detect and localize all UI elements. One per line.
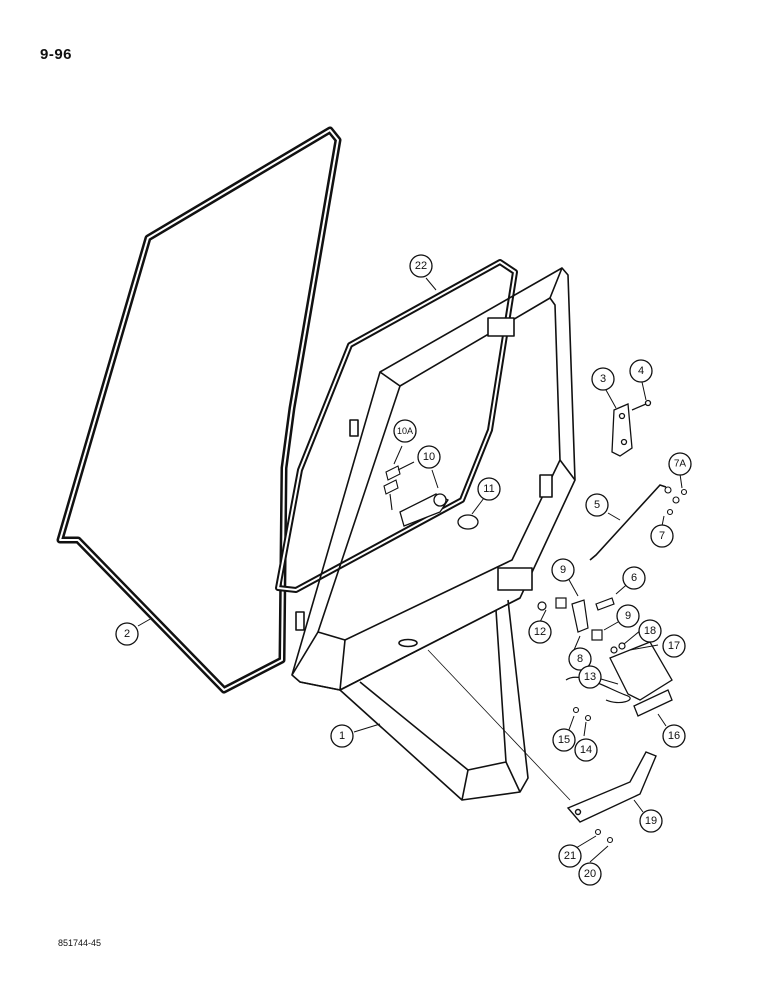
callout-1: 1 bbox=[330, 724, 354, 748]
callout-17-label: 17 bbox=[668, 640, 680, 652]
door-frame bbox=[291, 267, 576, 801]
callout-10a: 10A bbox=[393, 419, 417, 443]
latch-parts bbox=[537, 597, 626, 654]
page-number: 9-96 bbox=[40, 46, 73, 63]
callout-5: 5 bbox=[585, 493, 609, 517]
callout-3: 3 bbox=[591, 367, 615, 391]
handle-screws bbox=[572, 706, 592, 722]
hinge bbox=[611, 403, 633, 457]
window-seal bbox=[275, 259, 518, 593]
callout-22: 22 bbox=[409, 254, 433, 278]
callout-2-label: 2 bbox=[124, 628, 130, 640]
callout-11: 11 bbox=[477, 477, 501, 501]
rod-fasteners bbox=[664, 486, 688, 516]
callout-5-label: 5 bbox=[594, 499, 600, 511]
inside-handle bbox=[609, 641, 673, 717]
callout-2: 2 bbox=[115, 622, 139, 646]
callout-16: 16 bbox=[662, 724, 686, 748]
callout-3-label: 3 bbox=[600, 373, 606, 385]
callout-8: 8 bbox=[568, 647, 592, 671]
callout-6-label: 6 bbox=[631, 572, 637, 584]
callout-10a-label: 10A bbox=[397, 426, 413, 436]
lock-washer bbox=[457, 514, 479, 530]
callout-7: 7 bbox=[650, 524, 674, 548]
callout-15-label: 15 bbox=[558, 734, 570, 746]
callout-1-label: 1 bbox=[339, 730, 345, 742]
callout-10: 10 bbox=[417, 445, 441, 469]
door-seal-outer bbox=[56, 126, 342, 694]
callout-19: 19 bbox=[639, 809, 663, 833]
callout-15: 15 bbox=[552, 728, 576, 752]
callout-18: 18 bbox=[638, 619, 662, 643]
callout-18-label: 18 bbox=[644, 625, 656, 637]
callout-7a-label: 7A bbox=[674, 459, 687, 470]
callout-22-label: 22 bbox=[415, 260, 427, 272]
callout-12: 12 bbox=[528, 620, 552, 644]
callout-10-label: 10 bbox=[423, 451, 435, 463]
callout-11-label: 11 bbox=[483, 483, 494, 495]
callout-14: 14 bbox=[574, 738, 598, 762]
grab-handle bbox=[566, 751, 657, 823]
callout-7a: 7A bbox=[668, 452, 692, 476]
hinge-bolt bbox=[631, 399, 652, 411]
callout-8-label: 8 bbox=[577, 653, 583, 665]
callout-21: 21 bbox=[558, 844, 582, 868]
callout-9-b: 9 bbox=[616, 604, 640, 628]
callout-9-a: 9 bbox=[551, 558, 575, 582]
callout-17: 17 bbox=[662, 634, 686, 658]
callout-16-label: 16 bbox=[668, 730, 680, 742]
callout-7-label: 7 bbox=[659, 530, 665, 542]
leader-lines bbox=[137, 277, 683, 863]
callout-4: 4 bbox=[629, 359, 653, 383]
figure-code: 851744-45 bbox=[58, 938, 102, 948]
callout-19-label: 19 bbox=[645, 815, 657, 827]
callout-12-label: 12 bbox=[534, 626, 546, 638]
callout-14-label: 14 bbox=[580, 744, 592, 756]
link-rod bbox=[589, 484, 667, 561]
grab-handle-screws bbox=[594, 828, 614, 844]
callout-9-a-label: 9 bbox=[560, 564, 566, 576]
alignment-line bbox=[427, 649, 571, 801]
callout-21-label: 21 bbox=[564, 850, 576, 862]
callout-4-label: 4 bbox=[638, 365, 644, 377]
callout-9-b-label: 9 bbox=[625, 610, 631, 622]
callout-6: 6 bbox=[622, 566, 646, 590]
callout-20-label: 20 bbox=[584, 868, 596, 880]
callout-13-label: 13 bbox=[584, 671, 596, 683]
callout-13: 13 bbox=[578, 665, 602, 689]
callout-20: 20 bbox=[578, 862, 602, 886]
keys bbox=[383, 461, 415, 511]
lock-assembly bbox=[399, 493, 449, 527]
